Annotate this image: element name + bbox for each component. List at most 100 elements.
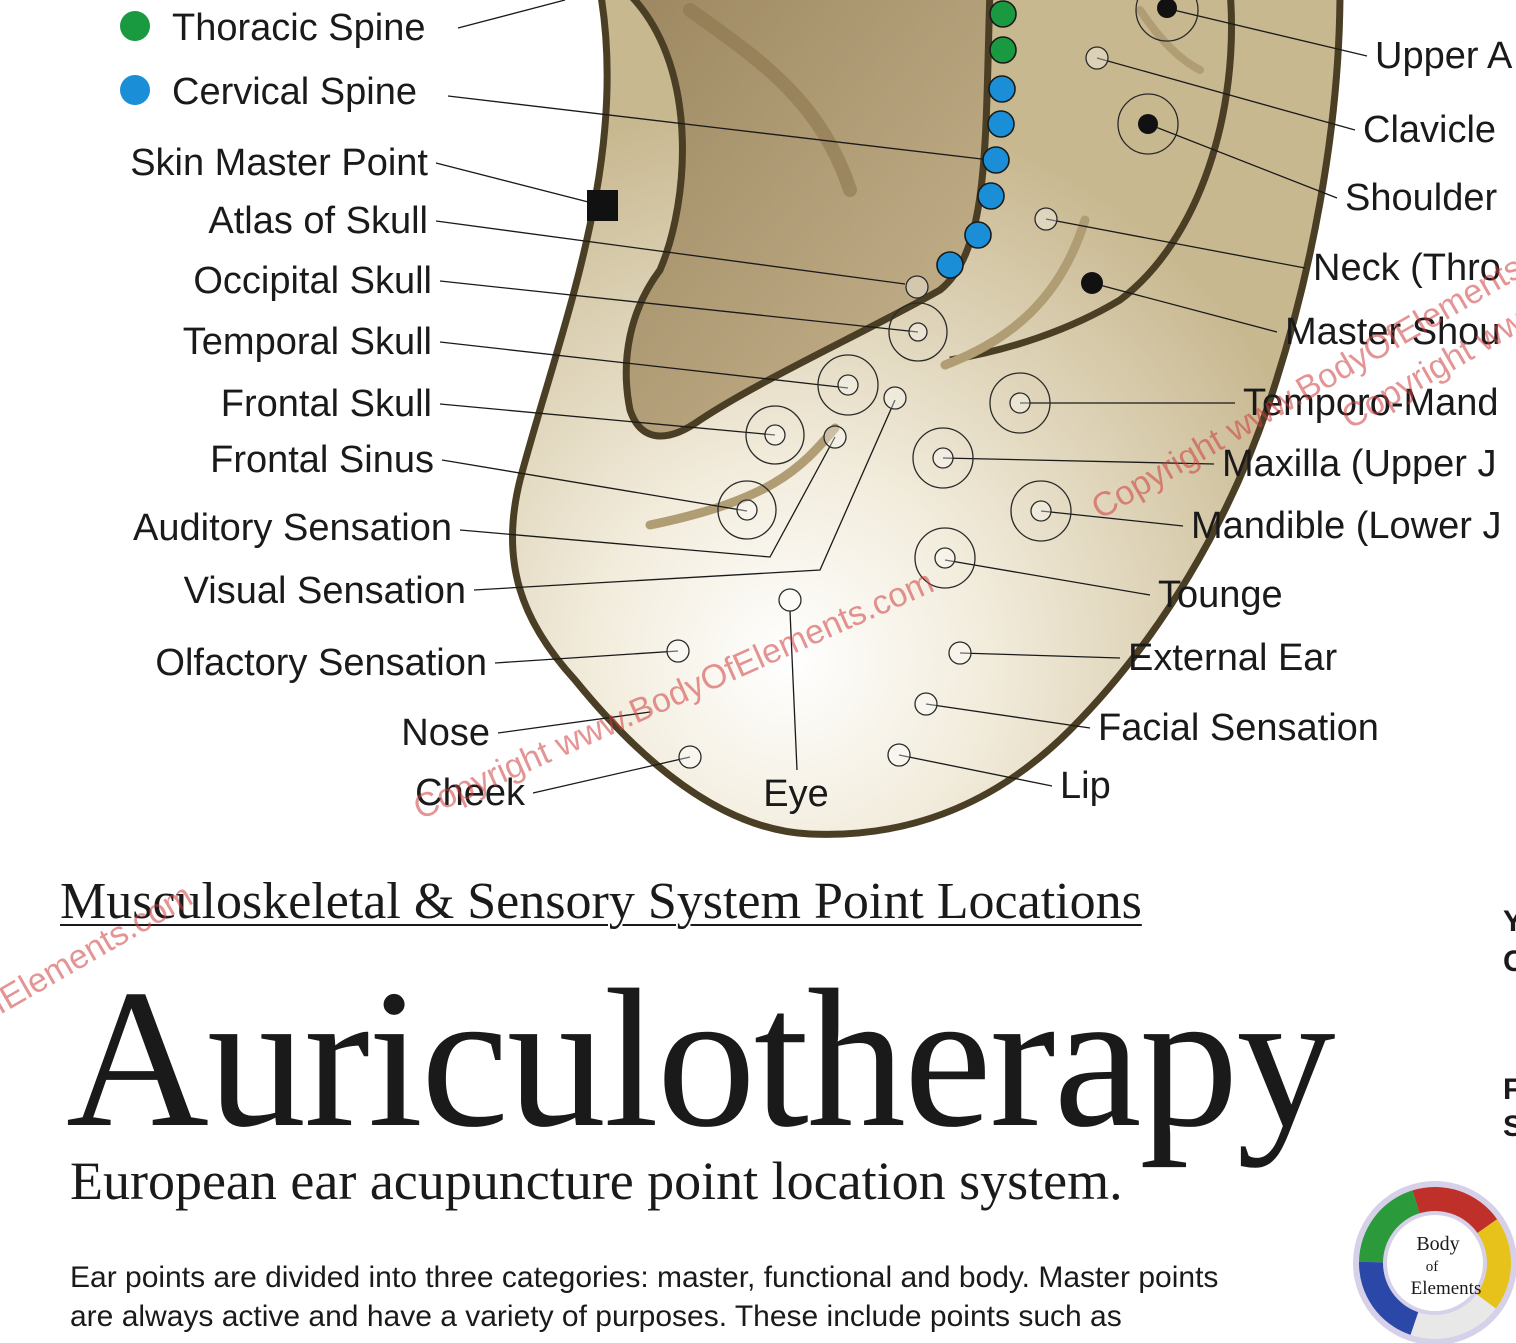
ear-point-ring — [914, 527, 976, 589]
leader-lines — [435, 0, 1368, 794]
point-label: External Ear — [1128, 637, 1337, 679]
leader-line — [435, 162, 601, 206]
point-markers — [120, 0, 1199, 769]
point-label: Atlas of Skull — [208, 200, 428, 242]
intro-line: Ear points are divided into three catego… — [70, 1261, 1219, 1294]
leader-line — [1164, 7, 1368, 57]
ear-point-dot — [936, 251, 964, 279]
upper-fold — [1136, 6, 1204, 74]
leader-line — [439, 403, 776, 436]
logo-text: Elements — [1411, 1278, 1482, 1299]
ear-point-ring — [1117, 93, 1179, 155]
ear-point-ring — [745, 405, 805, 465]
skin-master-point-marker — [587, 190, 618, 221]
point-label: Facial Sensation — [1098, 707, 1379, 749]
point-label: Auditory Sensation — [133, 507, 452, 549]
leader-line — [1045, 218, 1306, 269]
logo-text: of — [1426, 1259, 1439, 1275]
point-label: Eye — [763, 773, 828, 815]
point-label: Mandible (Lower J — [1191, 505, 1501, 547]
leader-line — [942, 457, 1215, 465]
ear-point-dot — [964, 221, 992, 249]
point-label: Visual Sensation — [184, 570, 466, 612]
ear-point — [932, 447, 954, 469]
ear-point-dot — [987, 110, 1015, 138]
leader-line — [1147, 123, 1338, 199]
ear-point — [905, 275, 929, 299]
edge-fragment: Y — [1503, 905, 1516, 938]
ear-point-ring — [1010, 480, 1072, 542]
point-label: Lip — [1060, 765, 1111, 807]
ear-point-dot — [977, 182, 1005, 210]
ear-point — [1034, 207, 1058, 231]
point-label: Nose — [401, 712, 490, 754]
logo-ring-segment — [1412, 1186, 1498, 1233]
legend-swatch — [120, 75, 150, 105]
watermark: Copyright www.BodyOfElements.com — [0, 877, 199, 1192]
leader-line — [944, 559, 1151, 596]
intro-paragraph: Ear points are divided into three catego… — [70, 1258, 1370, 1336]
helix-rim — [949, 0, 1236, 364]
ear-point — [736, 499, 758, 521]
legend-swatch — [120, 11, 150, 41]
ear-point — [908, 322, 928, 342]
ear-point — [914, 692, 938, 716]
ear-point — [837, 374, 859, 396]
logo-ring-icon: Body of Elements — [1353, 1181, 1516, 1343]
leader-line — [447, 95, 991, 161]
logo-ring-segment — [1359, 1190, 1420, 1263]
leader-line — [497, 711, 651, 734]
edge-fragment: S — [1503, 1110, 1516, 1143]
ear-point — [934, 547, 956, 569]
leader-line — [959, 652, 1121, 659]
ear-point — [1085, 46, 1109, 70]
leader-line — [457, 0, 566, 29]
concha-shadow — [683, 3, 857, 197]
leader-line — [441, 459, 748, 512]
leader-line — [439, 280, 919, 333]
point-label: Occipital Skull — [193, 260, 432, 302]
ear-point-dot — [982, 146, 1010, 174]
brand-logo: Body of Elements — [1350, 1178, 1516, 1343]
ear-point-ring — [1135, 0, 1199, 42]
page-title: Auriculotherapy — [66, 949, 1336, 1168]
leader-line — [435, 220, 906, 285]
edge-fragment: C — [1503, 945, 1516, 978]
leader-line — [789, 610, 798, 771]
point-label: Neck (Thro — [1313, 247, 1501, 289]
page-subtitle: European ear acupuncture point location … — [70, 1151, 1123, 1211]
point-label: Frontal Skull — [221, 383, 432, 425]
point-label: Tounge — [1158, 574, 1283, 616]
ear-point-dot — [1157, 0, 1177, 18]
logo-ring-segment — [1358, 1261, 1419, 1335]
point-label: Skin Master Point — [130, 142, 428, 184]
ear-point — [678, 745, 702, 769]
ear-point — [1030, 500, 1052, 522]
leader-line — [459, 436, 836, 558]
leader-line — [925, 703, 1091, 729]
point-label: Master Shou — [1285, 311, 1500, 353]
ear-point-ring — [817, 354, 879, 416]
ear-point-dot — [989, 36, 1017, 64]
ear-point-ring — [912, 427, 974, 489]
leader-line — [1096, 57, 1356, 131]
ear-point-ring — [888, 302, 948, 362]
point-label: Temporal Skull — [183, 321, 432, 363]
intro-line: are always active and have a variety of … — [70, 1300, 1122, 1333]
leader-line — [898, 754, 1053, 787]
ear-point — [823, 425, 847, 449]
ear-point — [948, 641, 972, 665]
point-label: Shoulder — [1345, 177, 1497, 219]
point-label: Upper A — [1375, 35, 1513, 77]
ear-point — [666, 639, 690, 663]
ear-point-dot — [1081, 272, 1103, 294]
edge-fragment: F — [1503, 1073, 1516, 1106]
ear-point — [887, 743, 911, 767]
ear-point-ring — [717, 480, 777, 540]
ear-point — [883, 386, 907, 410]
point-label: Temporo-Mand — [1243, 382, 1499, 424]
